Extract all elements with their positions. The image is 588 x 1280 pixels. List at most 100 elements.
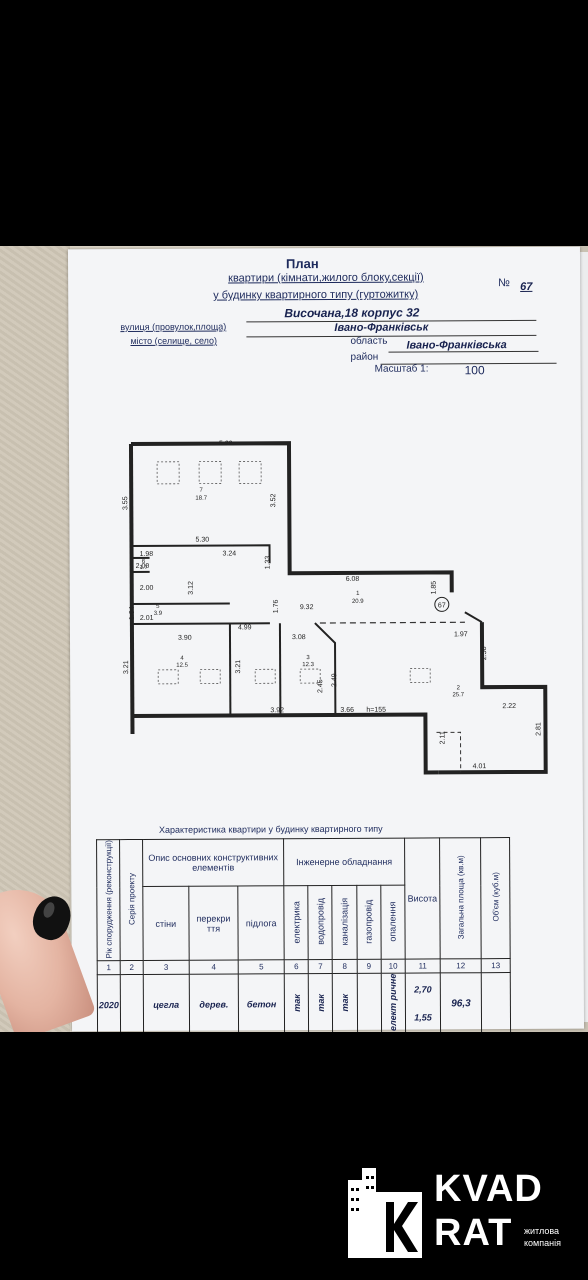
col-number: 1 [97,960,121,976]
val-walls: цегла [143,974,190,1032]
plan-subtitle-1: квартири (кімнати,жилого блоку,секції) [228,271,424,285]
dim-label: 2.01 [140,615,154,622]
col-number: 13 [481,958,511,974]
dim-label: 2.81 [535,722,542,736]
dim-label: h=155 [366,707,386,714]
dim-label: 2.11 [439,731,446,744]
region-label: область [350,335,388,347]
number-label: № [498,277,510,290]
room-area: 18.7 [195,496,207,502]
val-height: 2,70 1,55 [405,973,441,1032]
dim-label: 3.52 [270,494,277,508]
dim-label: 4.99 [238,624,252,631]
dim-label: 1.98 [140,551,154,558]
dim-label: 1.33 [265,556,272,570]
dim-label: 5.30 [195,537,209,544]
col-number: 5 [238,960,285,975]
dim-label: 1.76 [273,600,280,614]
dim-label: 3.24 [223,550,237,557]
dim-label: 9.32 [300,604,314,611]
hdr-electric: електрика [283,885,309,961]
street-value: Височана,18 корпус 32 [284,305,420,321]
val-series [120,974,144,1032]
scale-label: Масштаб 1: [374,363,429,375]
val-gas [356,973,382,1032]
val-height-1: 2,70 [414,984,432,995]
val-flooring: бетон [238,974,285,1032]
plan-marker: 67 [438,602,446,609]
val-height-2: 1,55 [414,1012,432,1023]
room-area: 20.9 [352,599,364,605]
plan-subtitle-2: у будинку квартирного типу (гуртожитку) [213,288,419,302]
hdr-sewer: каналізація [332,885,357,960]
building-k-icon [348,1168,422,1258]
room-area: 12.5 [176,663,188,669]
hdr-volume: Об'єм (куб.м) [480,837,511,960]
floor-plan-sheet: План квартири (кімнати,жилого блоку,секц… [67,246,585,1032]
plan-marker-circle [434,596,450,612]
interior-walls [131,544,483,773]
room-no: 5 [156,604,160,610]
dim-label: 2.49 [331,673,338,687]
region-value: Івано-Франківська [406,339,507,352]
col-number: 7 [308,959,333,974]
room-no: 4 [180,656,184,662]
hdr-year: Рік спорудження (реконструкції) [96,839,121,962]
dim-label: 2.22 [502,703,516,710]
district-label: район [350,351,379,363]
plan-title: План [285,256,319,272]
dim-label: 3.66 [340,707,354,714]
hdr-engineering: Інженерне обладнання [283,838,405,886]
room-no: 3 [306,655,310,661]
dim-label: 2.00 [140,585,154,592]
dim-label: 1.94 [129,606,136,620]
dim-label: 3.21 [235,660,242,674]
spec-table: Рік спорудження (реконструкції) Серія пр… [96,837,511,1032]
dim-label: 2.45 [317,679,324,693]
hdr-series: Серія проекту [119,839,144,961]
spec-caption: Характеристика квартири у будинку кварти… [158,823,383,835]
room-no: 1 [356,591,360,597]
city-value: Івано-Франківськ [334,321,429,334]
scale-value: 100 [464,363,485,378]
col-number: 8 [332,959,357,974]
dim-label: 5.29 [219,440,233,447]
dim-label: 2.58 [481,646,488,660]
col-number: 11 [405,959,441,974]
dim-label: 3.12 [188,581,195,595]
city-underline [246,334,537,338]
room-no: 6 [142,559,146,565]
dim-label: 1.97 [454,631,468,638]
hdr-area: Загальна площа (кв.м) [439,837,482,960]
val-floors: дерев. [188,974,239,1032]
dim-label: 3.90 [178,635,192,642]
number-value: 67 [520,280,533,293]
room-area: 1.7 [139,565,148,571]
exterior-walls [128,441,548,775]
col-number: 6 [284,959,309,975]
dim-label: 3.92 [270,707,284,714]
dim-label: 3.08 [292,634,306,641]
hdr-heating: опалення [380,885,406,960]
room-area: 25.7 [452,692,464,698]
col-number: 10 [380,959,406,974]
hdr-water: водопровід [307,885,333,960]
floor-plan-drawing: 67 5.29 3.55 3.52 5.30 1.98 3.24 2.00 2.… [122,440,548,775]
kvadrat-logo: KVAD RAT житлова компанія [346,1168,576,1260]
val-heating: елект ричне [381,973,406,1032]
dim-label: 2.00 [136,563,150,570]
stair-outline [436,731,462,773]
dim-label: 3.55 [122,496,129,510]
val-electric: так [284,973,309,1032]
room-area: 12.3 [302,662,314,668]
logo-line-2: RAT [434,1212,513,1254]
document-photo: План квартири (кімнати,жилого блоку,секц… [0,246,588,1032]
val-volume [481,972,511,1032]
col-number: 2 [120,960,144,975]
hdr-walls: стіни [142,886,189,961]
room-labels: 7 18.7 6 1.7 5 3.9 1 20.9 4 12.5 3 12.3 … [139,488,464,699]
hdr-floors: перекри ття [188,886,239,961]
region-underline [388,350,539,353]
room-no: 7 [200,488,204,494]
hdr-height: Висота [404,837,441,960]
